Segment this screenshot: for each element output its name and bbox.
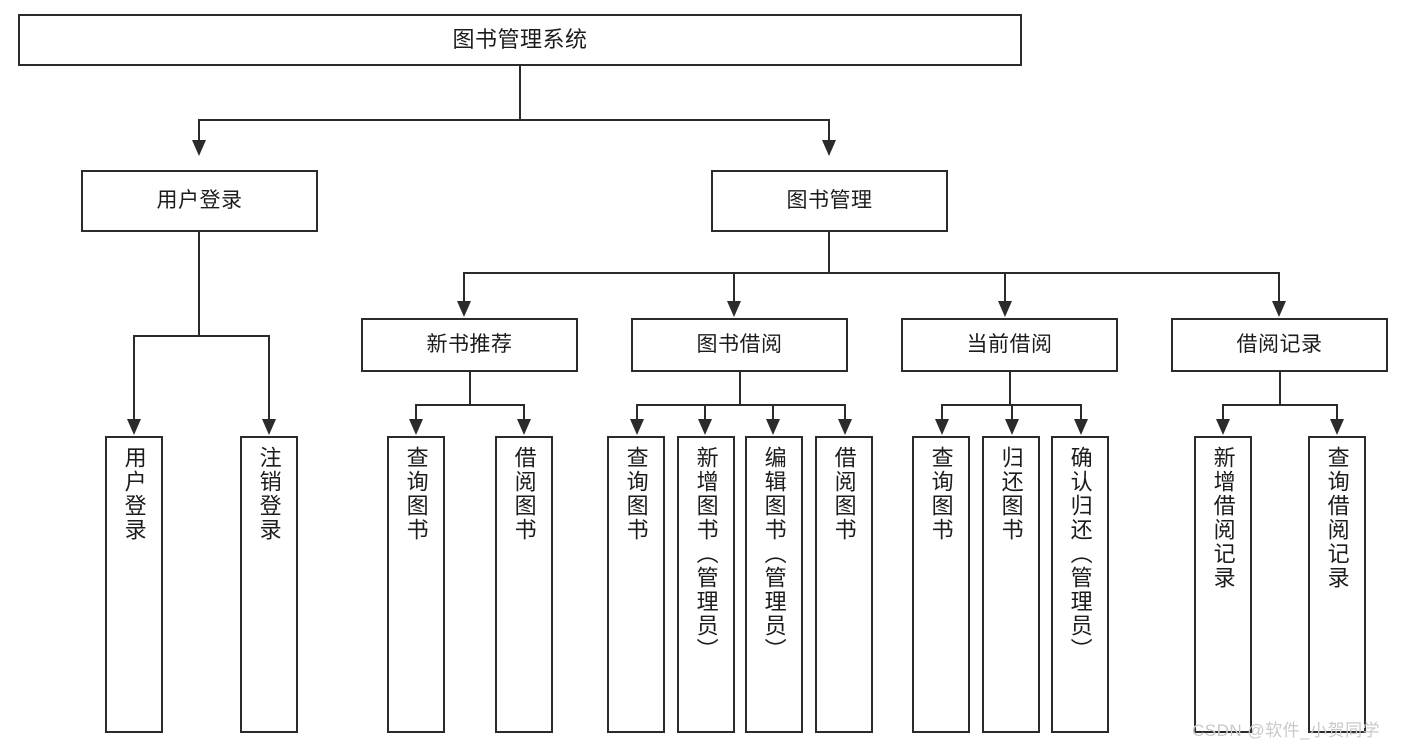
arrowhead-book-borrow	[727, 301, 741, 317]
leaf-return-book[interactable]: 归还图书	[982, 436, 1040, 733]
node-label: 查询借阅记录	[1324, 446, 1350, 590]
node-label: 图书管理系统	[452, 26, 588, 52]
connector-borrow-record-stem	[1279, 372, 1281, 405]
arrowhead-leaf-confirm-return	[1074, 419, 1088, 435]
leaf-add-borrow-record[interactable]: 新增借阅记录	[1194, 436, 1252, 733]
leaf-query-book-borrow[interactable]: 查询图书	[607, 436, 665, 733]
node-label: 用户登录	[156, 188, 243, 212]
arrowhead-leaf-add-book	[698, 419, 712, 435]
connector-book-borrow-bus	[636, 404, 846, 406]
arrowhead-leaf-borrow-book-a	[517, 419, 531, 435]
node-label: 注销登录	[256, 446, 282, 542]
connector-bus-to-book-borrow	[733, 272, 735, 302]
node-label: 确认归还（管理员）	[1067, 446, 1093, 662]
node-label: 借阅图书	[511, 446, 537, 542]
arrowhead-leaf-user-login	[127, 419, 141, 435]
leaf-borrow-book-new-recommend[interactable]: 借阅图书	[495, 436, 553, 733]
arrowhead-leaf-query-book-a	[409, 419, 423, 435]
leaf-add-book-admin[interactable]: 新增图书（管理员）	[677, 436, 735, 733]
node-label: 图书借阅	[696, 332, 783, 356]
arrowhead-leaf-add-record	[1216, 419, 1230, 435]
leaf-logout[interactable]: 注销登录	[240, 436, 298, 733]
node-label: 归还图书	[998, 446, 1024, 542]
connector-root-to-user-login	[198, 119, 200, 141]
node-label: 查询图书	[928, 446, 954, 542]
node-label: 当前借阅	[966, 332, 1053, 356]
connector-level3-bus	[463, 272, 1280, 274]
arrowhead-leaf-query-book-c	[935, 419, 949, 435]
arrowhead-leaf-logout	[262, 419, 276, 435]
connector-book-borrow-drop-3	[772, 404, 774, 420]
connector-book-borrow-stem	[739, 372, 741, 405]
leaf-edit-book-admin[interactable]: 编辑图书（管理员）	[745, 436, 803, 733]
arrowhead-leaf-return-book	[1005, 419, 1019, 435]
arrowhead-leaf-query-book-b	[630, 419, 644, 435]
connector-current-borrow-drop-1	[941, 404, 943, 420]
leaf-confirm-return-admin[interactable]: 确认归还（管理员）	[1051, 436, 1109, 733]
leaf-query-book-current[interactable]: 查询图书	[912, 436, 970, 733]
connector-new-book-bus	[415, 404, 525, 406]
node-borrow-record[interactable]: 借阅记录	[1171, 318, 1388, 372]
arrowhead-borrow-record	[1272, 301, 1286, 317]
leaf-borrow-book[interactable]: 借阅图书	[815, 436, 873, 733]
connector-new-book-drop-1	[415, 404, 417, 420]
csdn-watermark: CSDN @软件_小贺同学	[1192, 721, 1381, 740]
connector-bus-to-current-borrow	[1004, 272, 1006, 302]
node-label: 借阅记录	[1236, 332, 1323, 356]
node-label: 用户登录	[121, 446, 147, 542]
arrowhead-leaf-query-record	[1330, 419, 1344, 435]
node-book-management[interactable]: 图书管理	[711, 170, 948, 232]
node-label: 查询图书	[623, 446, 649, 542]
connector-new-book-stem	[469, 372, 471, 405]
node-new-book-recommend[interactable]: 新书推荐	[361, 318, 578, 372]
connector-book-management-stem	[828, 232, 830, 273]
arrowhead-leaf-edit-book	[766, 419, 780, 435]
connector-current-borrow-drop-2	[1011, 404, 1013, 420]
arrowhead-new-book-recommend	[457, 301, 471, 317]
connector-user-login-bus	[133, 335, 270, 337]
connector-borrow-record-drop-1	[1222, 404, 1224, 420]
node-label: 新增图书（管理员）	[693, 446, 719, 662]
leaf-query-borrow-record[interactable]: 查询借阅记录	[1308, 436, 1366, 733]
connector-book-borrow-drop-2	[704, 404, 706, 420]
connector-new-book-drop-2	[523, 404, 525, 420]
arrowhead-leaf-borrow-book-b	[838, 419, 852, 435]
connector-current-borrow-stem	[1009, 372, 1011, 405]
node-current-borrow[interactable]: 当前借阅	[901, 318, 1118, 372]
node-book-borrow[interactable]: 图书借阅	[631, 318, 848, 372]
connector-bus-to-new-book	[463, 272, 465, 302]
node-label: 新增借阅记录	[1210, 446, 1236, 590]
leaf-query-book-new-recommend[interactable]: 查询图书	[387, 436, 445, 733]
connector-user-login-drop-1	[133, 335, 135, 420]
node-user-login[interactable]: 用户登录	[81, 170, 318, 232]
node-label: 图书管理	[786, 188, 873, 212]
node-root-book-management-system[interactable]: 图书管理系统	[18, 14, 1022, 66]
connector-root-stem	[519, 66, 521, 120]
arrowhead-user-login	[192, 140, 206, 156]
connector-user-login-drop-2	[268, 335, 270, 420]
node-label: 编辑图书（管理员）	[761, 446, 787, 662]
node-label: 借阅图书	[831, 446, 857, 542]
connector-borrow-record-drop-2	[1336, 404, 1338, 420]
connector-book-borrow-drop-4	[844, 404, 846, 420]
leaf-user-login[interactable]: 用户登录	[105, 436, 163, 733]
connector-borrow-record-bus	[1222, 404, 1338, 406]
node-label: 新书推荐	[426, 332, 513, 356]
connector-user-login-stem	[198, 232, 200, 336]
connector-bus-to-borrow-record	[1278, 272, 1280, 302]
connector-book-borrow-drop-1	[636, 404, 638, 420]
connector-root-to-book-management	[828, 119, 830, 141]
node-label: 查询图书	[403, 446, 429, 542]
arrowhead-current-borrow	[998, 301, 1012, 317]
connector-current-borrow-drop-3	[1080, 404, 1082, 420]
arrowhead-book-management	[822, 140, 836, 156]
connector-root-bus	[198, 119, 830, 121]
